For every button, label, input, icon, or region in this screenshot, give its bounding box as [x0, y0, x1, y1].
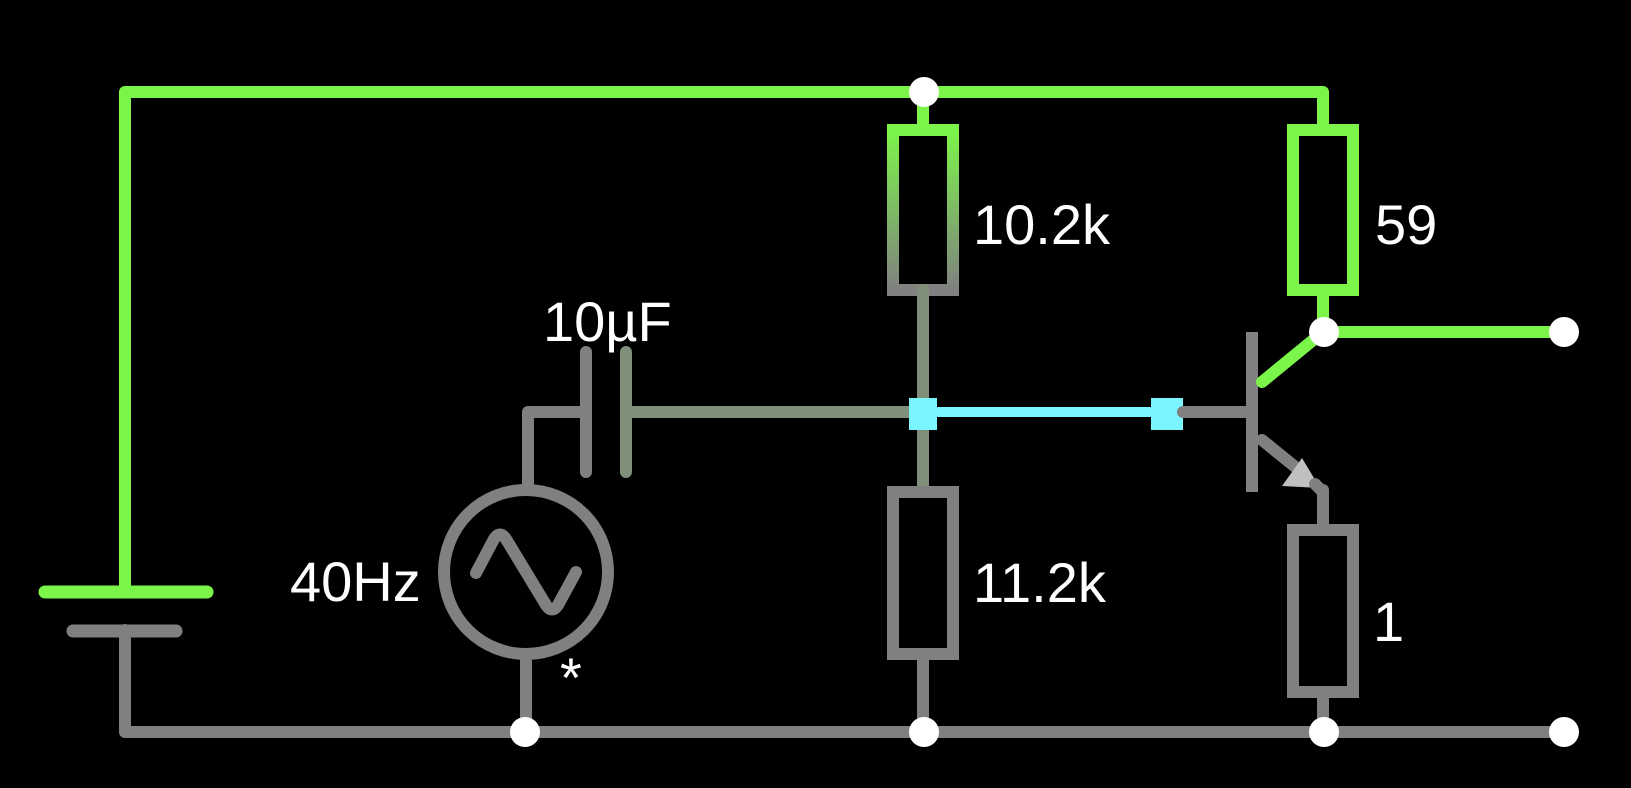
ground-rail-wire[interactable] [119, 624, 1569, 738]
label-emitter-resistor: 1 [1373, 590, 1404, 653]
node-output-terminal[interactable] [1549, 317, 1579, 347]
sine-wave-icon [470, 528, 582, 616]
resistor-collector[interactable] [1287, 124, 1359, 338]
resistor-collector-body [1287, 124, 1359, 296]
supply-rail-wire[interactable] [119, 86, 1329, 598]
node-ground-emitter[interactable] [1309, 717, 1339, 747]
node-top-junction[interactable] [909, 77, 939, 107]
capacitor[interactable] [522, 346, 929, 491]
label-ac-source: 40Hz [290, 550, 421, 613]
node-ground-bias[interactable] [909, 717, 939, 747]
ac-source[interactable] [438, 484, 614, 738]
label-collector-resistor: 59 [1375, 193, 1437, 256]
label-bottom-bias-resistor: 11.2k [973, 551, 1107, 614]
probe-marker-left[interactable] [909, 398, 937, 430]
node-collector-junction[interactable] [1309, 317, 1339, 347]
base-signal-wire[interactable] [909, 398, 1256, 430]
label-top-bias-resistor: 10.2k [973, 193, 1111, 256]
label-capacitor: 10µF [543, 290, 672, 353]
resistor-emitter-body [1287, 524, 1359, 698]
node-ground-terminal[interactable] [1549, 717, 1579, 747]
label-ac-source-marker: * [560, 646, 582, 709]
resistor-top-bias[interactable] [887, 86, 959, 418]
resistor-emitter[interactable] [1287, 484, 1359, 738]
resistor-top-bias-body [887, 124, 959, 296]
resistor-bottom-bias-body [887, 486, 959, 660]
battery[interactable] [38, 585, 214, 638]
resistor-bottom-bias[interactable] [887, 406, 959, 738]
npn-transistor[interactable] [1246, 326, 1329, 498]
node-ground-source[interactable] [510, 717, 540, 747]
